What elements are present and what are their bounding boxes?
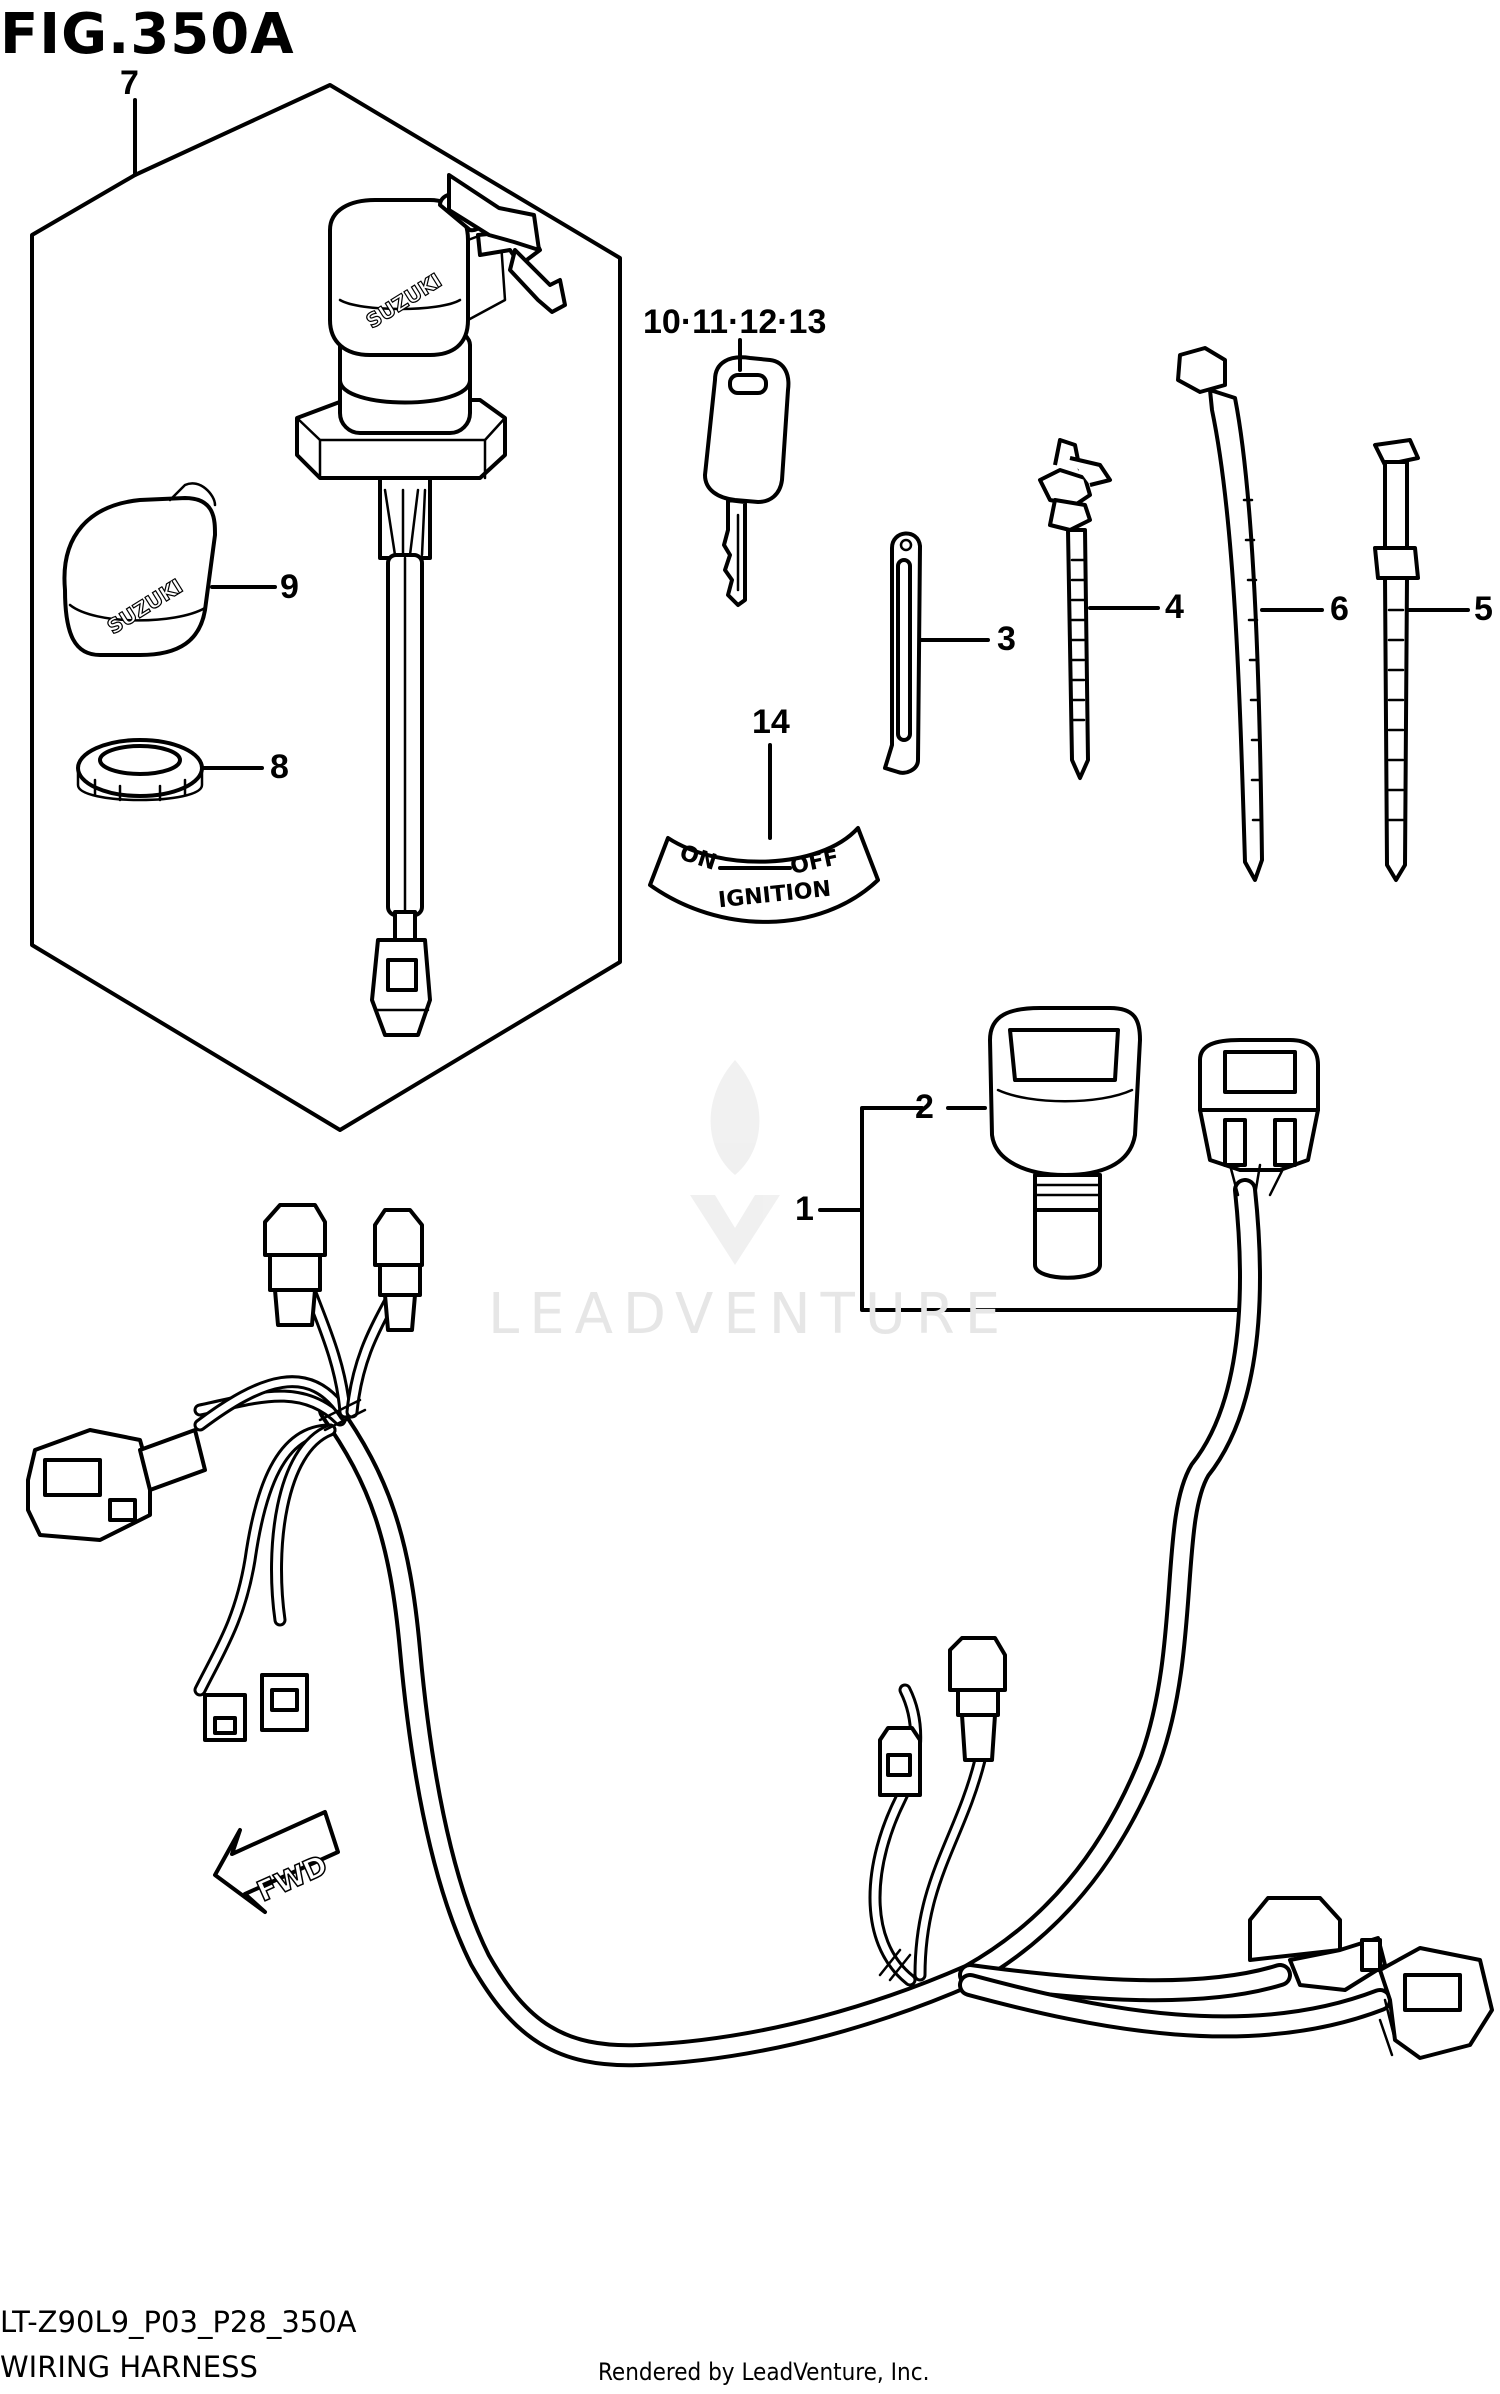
- callout-5: 5: [1474, 590, 1493, 628]
- callout-3: 3: [997, 620, 1016, 658]
- forward-arrow: FWD: [213, 1810, 340, 1914]
- coupler-cap: [988, 1006, 1142, 1280]
- kit-box-outline: [30, 83, 622, 1132]
- key: [703, 355, 791, 607]
- callout-6: 6: [1330, 590, 1349, 628]
- harness-connector-mid-a: [948, 1636, 1007, 1762]
- harness-connector-left-large: [26, 1428, 207, 1542]
- harness-connector-top-left-b: [373, 1208, 424, 1332]
- watermark-text: LEADVENTURE: [488, 1282, 1011, 1347]
- cable-tie-clip: [1038, 438, 1112, 780]
- callout-14: 14: [752, 703, 790, 741]
- harness-connector-top-right: [1198, 1038, 1320, 1197]
- wiring-harness: [193, 1178, 1392, 2068]
- harness-connector-top-left-a: [263, 1203, 327, 1327]
- callout-7: 7: [120, 64, 139, 102]
- lock-nut: [76, 738, 204, 802]
- ignition-switch: SUZUKI: [295, 173, 567, 1037]
- callout-9: 9: [280, 568, 299, 606]
- ignition-decal: ON OFF IGNITION: [648, 826, 880, 924]
- harness-connector-right-b: [1378, 1946, 1494, 2060]
- callout-1: 1: [795, 1190, 814, 1228]
- harness-connector-mid-b: [878, 1726, 922, 1797]
- cable-tie-long: [1176, 346, 1264, 882]
- figure-name: WIRING HARNESS: [0, 2350, 258, 2384]
- callout-4: 4: [1165, 588, 1184, 626]
- switch-cap: SUZUKI: [62, 482, 217, 657]
- model-code: LT-Z90L9_P03_P28_350A: [0, 2305, 357, 2339]
- harness-connector-right-a: [1248, 1896, 1387, 1992]
- callout-10-13: 10·11·12·13: [643, 303, 827, 341]
- render-credit: Rendered by LeadVenture, Inc.: [598, 2358, 930, 2386]
- figure-title: FIG.350A: [0, 2, 295, 67]
- watermark-logo: [690, 1060, 780, 1265]
- callout-2: 2: [915, 1088, 934, 1126]
- harness-connector-left-small-b: [260, 1673, 309, 1732]
- harness-connector-left-small-a: [203, 1693, 247, 1742]
- clamp-strip: [883, 531, 922, 775]
- cable-tie: [1373, 438, 1420, 882]
- callout-8: 8: [270, 748, 289, 786]
